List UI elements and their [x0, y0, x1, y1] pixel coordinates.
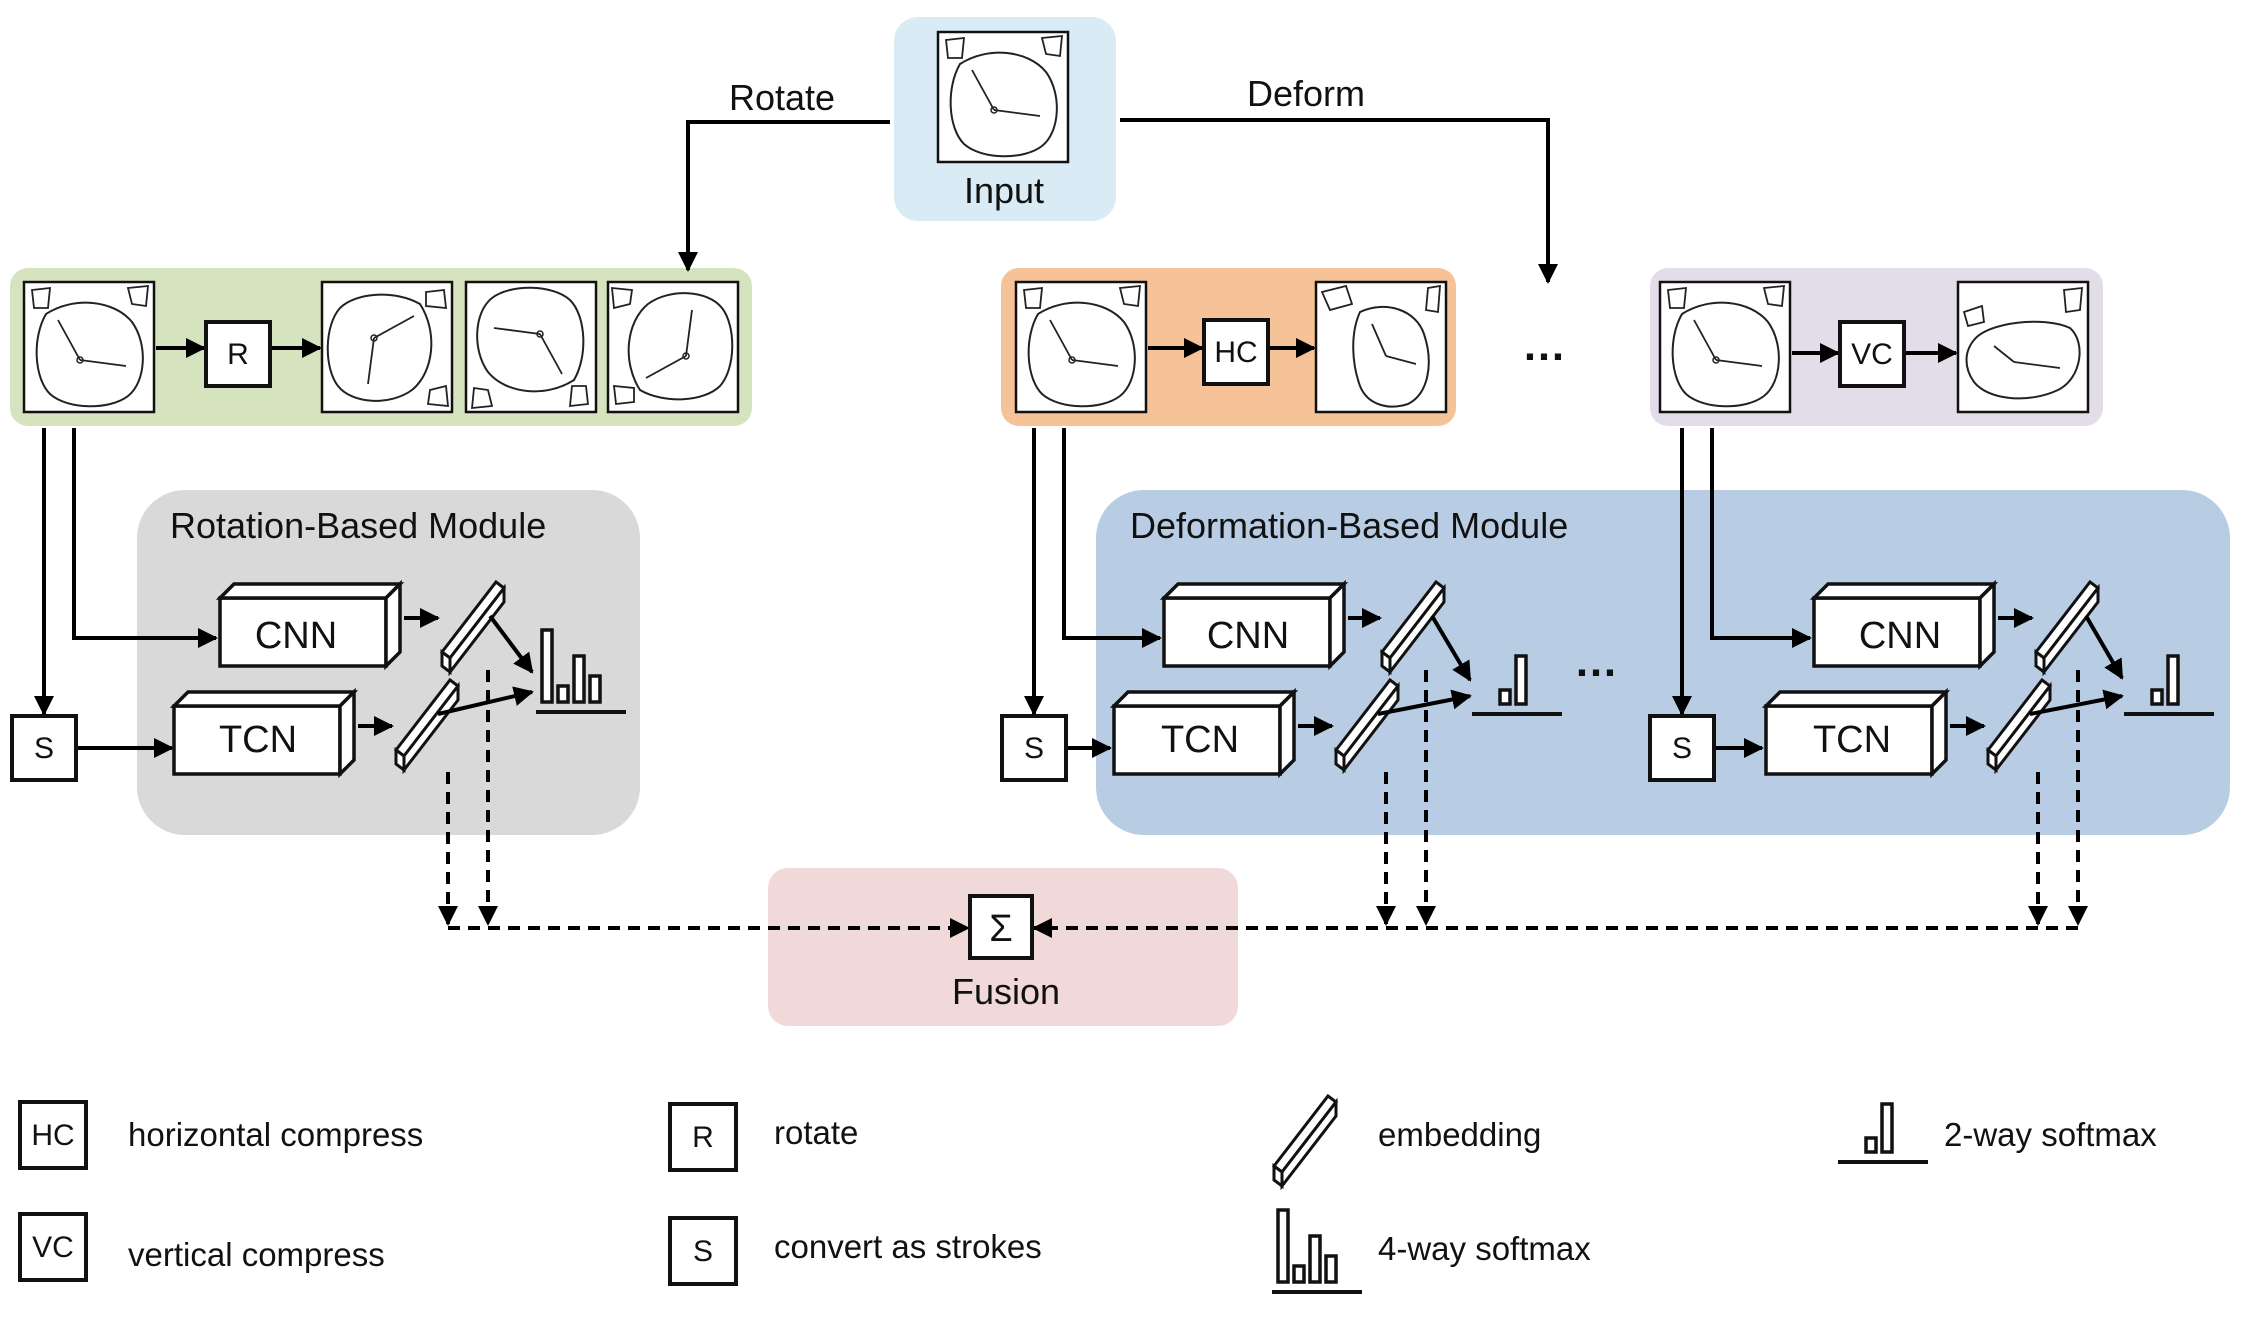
- vc-output-image: [1956, 280, 2090, 414]
- rotate-op-label: R: [227, 338, 249, 371]
- rotated-image-270: [606, 280, 740, 414]
- rotate-label: Rotate: [729, 77, 835, 118]
- legend-embedding-text: embedding: [1378, 1116, 1541, 1153]
- legend: HC horizontal compress VC vertical compr…: [18, 1094, 2157, 1294]
- hc-op-label: HC: [1214, 336, 1257, 369]
- hc-op-box: [1202, 318, 1270, 386]
- fusion-sum-symbol: Σ: [989, 908, 1013, 950]
- legend-vc-box: [18, 1212, 88, 1282]
- vc-op-box: [1838, 320, 1906, 388]
- rotation-cnn-label: CNN: [255, 615, 337, 657]
- legend-hc-text: horizontal compress: [128, 1116, 423, 1153]
- rotated-image-90: [320, 280, 454, 414]
- fusion-label: Fusion: [952, 971, 1060, 1012]
- rotate-arrow: [678, 120, 890, 272]
- legend-vc-text: vertical compress: [128, 1236, 385, 1273]
- legend-2-way-softmax-text: 2-way softmax: [1944, 1116, 2157, 1153]
- vc-s-box: [1648, 714, 1716, 782]
- branch-ellipsis: …: [1522, 321, 1566, 370]
- input-label: Input: [964, 170, 1044, 211]
- rotation-s-box: [10, 714, 78, 782]
- legend-4-way-softmax-text: 4-way softmax: [1378, 1230, 1591, 1267]
- deform-label: Deform: [1247, 73, 1365, 114]
- legend-r-symbol: R: [692, 1121, 714, 1154]
- rotate-op-box: [204, 320, 272, 388]
- legend-vc-symbol: VC: [32, 1231, 74, 1264]
- fusion-connections: [438, 670, 2088, 938]
- fusion-sum-box: [968, 894, 1034, 960]
- legend-embedding-icon: [1272, 1094, 1338, 1188]
- hc-s-label: S: [1024, 732, 1044, 765]
- hc-tcn-label: TCN: [1161, 719, 1239, 761]
- rotate-source-image: [22, 280, 156, 414]
- module-ellipsis: …: [1574, 637, 1618, 686]
- hc-output-image: [1314, 280, 1448, 414]
- vc-s-label: S: [1672, 732, 1692, 765]
- legend-2-way-softmax-icon: [1836, 1102, 1930, 1164]
- deform-arrow: [1120, 118, 1558, 284]
- legend-hc-box: [18, 1100, 88, 1170]
- legend-4-way-softmax-icon: [1270, 1208, 1364, 1294]
- vc-tcn-label: TCN: [1813, 719, 1891, 761]
- rotation-s-label: S: [34, 732, 54, 765]
- legend-s-text: convert as strokes: [774, 1228, 1042, 1265]
- vc-cnn-label: CNN: [1859, 615, 1941, 657]
- legend-s-box: [668, 1216, 738, 1286]
- hc-source-image: [1014, 280, 1148, 414]
- vc-op-label: VC: [1851, 338, 1893, 371]
- deformation-module-title: Deformation-Based Module: [1130, 505, 1568, 546]
- hc-cnn-label: CNN: [1207, 615, 1289, 657]
- vc-source-image: [1658, 280, 1792, 414]
- legend-r-text: rotate: [774, 1114, 858, 1151]
- rotation-tcn-label: TCN: [219, 719, 297, 761]
- hc-s-box: [1000, 714, 1068, 782]
- legend-s-symbol: S: [693, 1235, 713, 1268]
- rotated-image-180: [464, 280, 598, 414]
- input-image: [936, 30, 1070, 164]
- legend-hc-symbol: HC: [31, 1119, 74, 1152]
- legend-r-box: [668, 1102, 738, 1172]
- rotation-module-title: Rotation-Based Module: [170, 505, 546, 546]
